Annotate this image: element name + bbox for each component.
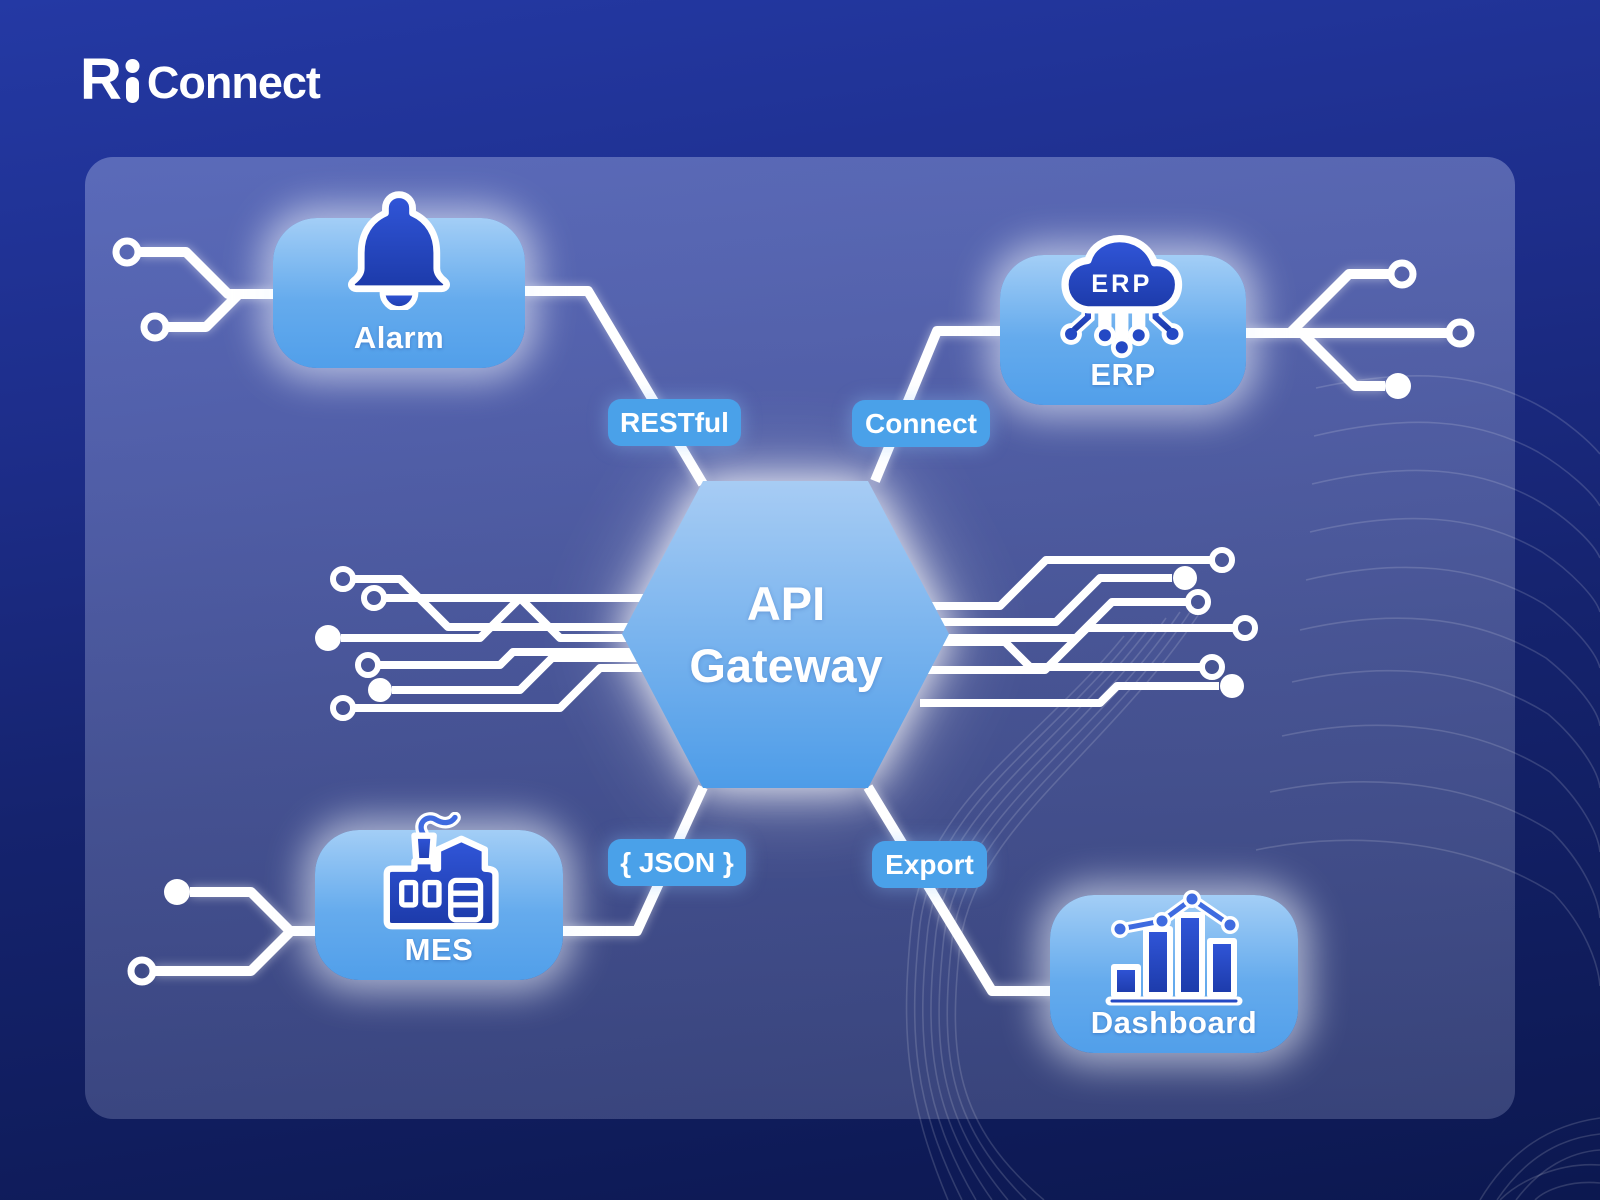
node-mes: MES xyxy=(315,811,563,980)
circuit-terminals-right xyxy=(1173,547,1258,698)
erp-icon-text: ERP xyxy=(1091,270,1152,298)
gateway-title-line2: Gateway xyxy=(689,638,883,692)
gateway-title: API Gateway xyxy=(623,481,949,788)
circuit-traces-right xyxy=(920,556,1233,707)
logo: R Connect xyxy=(80,47,321,112)
node-dashboard: Dashboard xyxy=(1050,890,1298,1053)
cloud-circuit-icon: ERP xyxy=(1048,235,1198,363)
node-erp: ERP ERP xyxy=(1000,235,1246,405)
edge-label-connect: Connect xyxy=(852,400,990,447)
logo-letter-r: R xyxy=(80,47,122,112)
node-alarm: Alarm xyxy=(273,191,525,368)
bar-chart-icon xyxy=(1104,885,1244,1007)
contour-lines-decoration xyxy=(905,375,1600,1200)
node-label-mes: MES xyxy=(404,932,474,967)
stub-erp-right-down xyxy=(1298,329,1385,391)
factory-icon xyxy=(374,811,504,936)
bell-icon xyxy=(336,186,462,312)
node-label-erp: ERP xyxy=(1090,357,1156,392)
api-gateway-hexagon xyxy=(622,481,949,788)
stub-erp-right-up xyxy=(1286,269,1390,337)
stub-alarm-left-bottom xyxy=(167,290,243,332)
edge-label-export: Export xyxy=(872,841,987,888)
edge-label-json: { JSON } xyxy=(608,839,746,886)
stub-mes-left-bottom xyxy=(154,928,294,976)
circuit-terminals-left xyxy=(315,566,392,721)
connector-terminals xyxy=(112,237,1475,986)
logo-wordmark: Connect xyxy=(146,57,321,109)
logo-colon-icon xyxy=(125,58,140,103)
gateway-title-line1: API xyxy=(746,577,826,631)
edge-label-restful: RESTful xyxy=(608,399,741,446)
edge-gateway-to-mes xyxy=(563,784,708,936)
stub-mes-left-top xyxy=(190,887,315,936)
stub-alarm-left-top xyxy=(139,247,273,299)
node-label-alarm: Alarm xyxy=(353,320,445,355)
edge-alarm-to-gateway xyxy=(525,286,708,487)
node-label-dashboard: Dashboard xyxy=(1090,1005,1258,1040)
